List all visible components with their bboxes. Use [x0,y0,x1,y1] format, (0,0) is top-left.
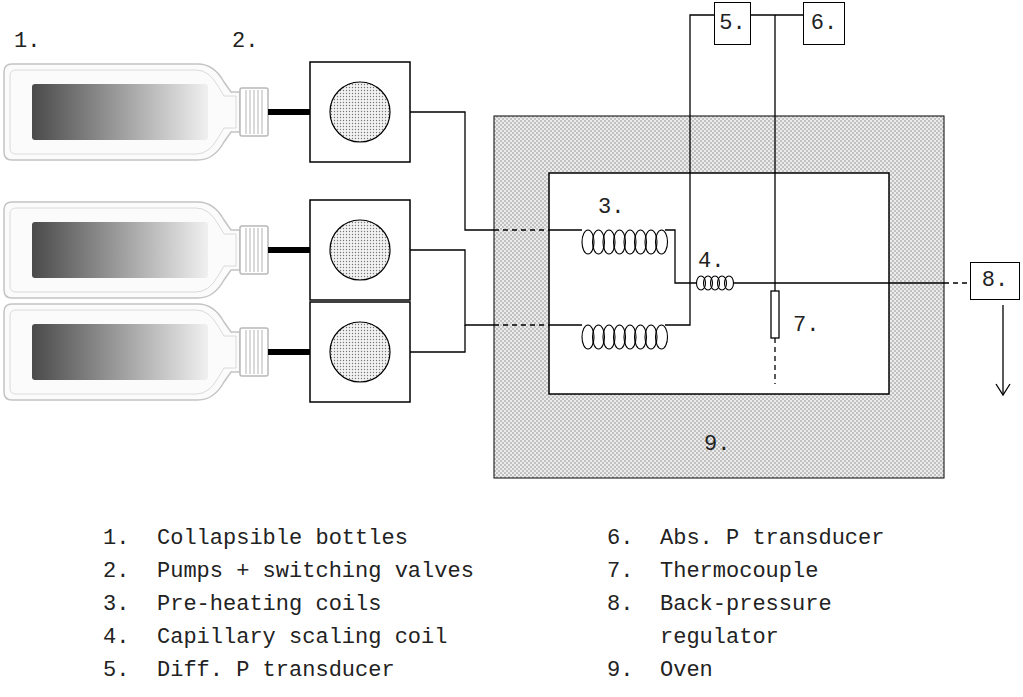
box-number: 5. [719,11,745,37]
callout-number: 7. [793,313,819,339]
instrument-box: 5. [714,2,751,45]
box-number: 6. [811,11,837,37]
outlet-arrow [996,305,1010,395]
callout-number: 1. [103,522,129,555]
collapsible-bottle [4,64,310,160]
thermocouple-symbol [771,291,779,338]
callout-number: 2. [103,555,129,588]
instrument-box: 8. [970,262,1020,300]
legend-text: Pre-heating coils [157,588,381,621]
callout-number: 9. [607,654,633,687]
instrument-box: 6. [803,2,845,45]
legend-text: Capillary scaling coil [157,621,447,654]
pump-box [310,62,410,162]
legend-text: Pumps + switching valves [157,555,474,588]
pump-box [310,302,410,402]
callout-number: 8. [607,588,633,621]
callout-number: 3. [103,588,129,621]
legend-text: Abs. P transducer [660,522,884,555]
wall-passage [494,230,970,384]
callout-number: 1. [14,29,40,55]
legend-text: Oven [660,654,713,687]
callout-number: 7. [607,555,633,588]
callout-number: 2. [232,29,258,55]
callout-number: 4. [698,249,724,275]
box-number: 8. [982,268,1008,294]
callout-number: 9. [704,432,730,458]
tubing [410,15,944,352]
oven-region: 9. [494,116,944,478]
callout-number: 5. [103,654,129,687]
legend-text: Thermocouple [660,555,818,588]
legend-text: Collapsible bottles [157,522,408,555]
collapsible-bottle [4,304,310,400]
legend-text: Back-pressure regulator [660,588,845,654]
callout-number: 3. [598,195,624,221]
legend-text: Diff. P transducer [157,654,395,687]
callout-number: 4. [103,621,129,654]
coil-windings [582,230,734,349]
oven-wall [494,116,944,478]
pump-box [310,200,410,300]
signal-line [751,14,803,15]
collapsible-bottle [4,202,310,298]
callout-number: 6. [607,522,633,555]
